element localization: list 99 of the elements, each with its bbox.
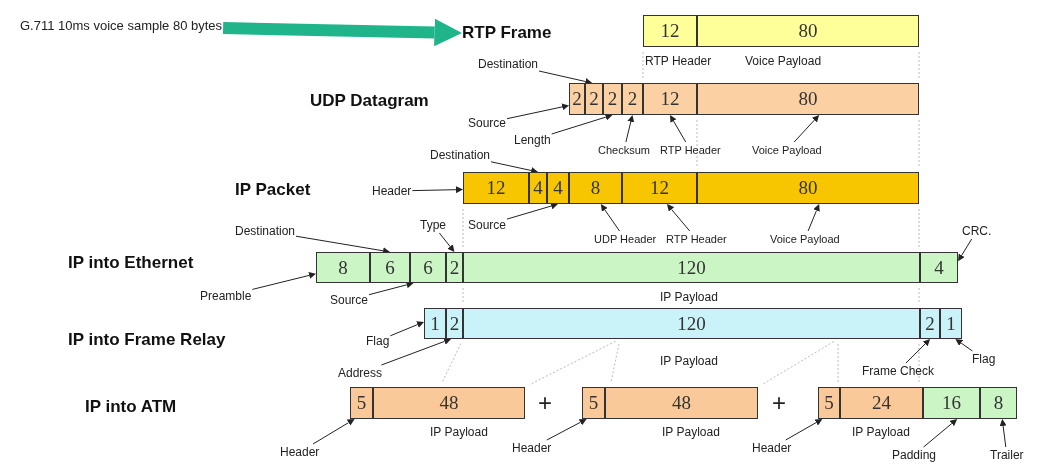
callout-label: Header (280, 445, 320, 459)
arrow (222, 18, 462, 47)
callout-label: Source (468, 116, 507, 130)
leader-line (923, 419, 958, 448)
packet-field: 6 (370, 252, 410, 283)
leader-line (312, 419, 355, 445)
leader-line (389, 321, 424, 337)
leader-line (368, 281, 414, 296)
packet-field: 16 (923, 387, 980, 419)
row-title: RTP Frame (462, 26, 552, 40)
field-label: Voice Payload (745, 54, 822, 68)
leader-line (380, 338, 452, 366)
leader-line (905, 339, 931, 364)
callout-label: Trailer (990, 448, 1024, 462)
callout-label: Destination (478, 57, 539, 71)
packet-field: 80 (697, 15, 919, 47)
callout-label: UDP Header (594, 232, 657, 246)
packet-field: 80 (697, 172, 919, 204)
row-title: UDP Datagram (310, 94, 429, 108)
field-label: IP Payload (852, 425, 910, 439)
field-label: RTP Header (645, 54, 712, 68)
row-title: IP Packet (235, 183, 311, 197)
packet-field: 1 (424, 308, 446, 339)
plus-sign: + (538, 390, 552, 416)
leader-line (546, 419, 587, 441)
field-label: IP Payload (660, 290, 718, 304)
plus-sign: + (772, 390, 786, 416)
leader-line (955, 338, 973, 352)
callout-label: Destination (235, 224, 296, 238)
packet-field: 80 (697, 83, 919, 115)
packet-field: 5 (582, 387, 605, 419)
leader-line (667, 204, 691, 232)
leader-line (793, 114, 820, 143)
leader-line (625, 115, 635, 143)
packet-field: 2 (920, 308, 940, 339)
leader-line (999, 418, 1007, 448)
callout-label: Destination (430, 148, 491, 162)
packet-field: 2 (569, 83, 585, 115)
packet-field: 5 (818, 387, 840, 419)
packet-field: 1 (940, 308, 962, 339)
packet-field: 2 (585, 83, 603, 115)
callout-label: Voice Payload (752, 143, 822, 157)
packet-field: 4 (920, 252, 958, 283)
annotation-text: G.711 10ms voice sample 80 bytes (20, 19, 223, 33)
leader-line (958, 238, 973, 262)
packet-field: 12 (463, 172, 529, 204)
leader-line (600, 204, 620, 232)
row-title: IP into ATM (85, 400, 177, 414)
callout-label: Type (420, 218, 446, 232)
callout-label: Header (752, 441, 792, 455)
leader-line (251, 272, 316, 290)
callout-label: Frame Check (862, 364, 935, 378)
callout-label: Source (330, 293, 369, 307)
packet-field: 2 (446, 308, 463, 339)
callout-label: Header (512, 441, 552, 455)
callout-label: Flag (366, 334, 390, 348)
callout-label: Voice Payload (770, 232, 840, 246)
leader-line (538, 70, 593, 85)
callout-label: Padding (892, 448, 937, 462)
leader-line (670, 114, 687, 143)
packet-field: 12 (622, 172, 697, 204)
packet-field: 2 (622, 83, 643, 115)
leader-line (490, 161, 539, 174)
callout-label: Header (372, 184, 412, 198)
packet-field: 24 (840, 387, 923, 419)
packet-field: 2 (446, 252, 463, 283)
leader-line (506, 202, 558, 220)
leader-line (807, 204, 820, 232)
leader-line (551, 113, 613, 135)
packet-field: 4 (547, 172, 569, 204)
packet-field: 48 (373, 387, 525, 419)
leader-line (785, 419, 823, 441)
packet-field: 12 (643, 83, 697, 115)
leader-line (506, 103, 570, 120)
packet-field: 120 (463, 308, 920, 339)
callout-label: Checksum (598, 143, 650, 157)
packet-field: 2 (603, 83, 622, 115)
leader-line (411, 186, 463, 194)
row-title: IP into Frame Relay (68, 333, 226, 347)
packet-field: 12 (643, 15, 697, 47)
packet-field: 48 (605, 387, 758, 419)
packet-field: 8 (980, 387, 1017, 419)
leader-line (438, 232, 455, 252)
packet-field: 6 (410, 252, 446, 283)
callout-label: RTP Header (666, 232, 727, 246)
callout-label: Source (468, 218, 507, 232)
packet-field: 8 (316, 252, 370, 283)
packet-field: 8 (569, 172, 622, 204)
callout-label: Preamble (200, 289, 252, 303)
packet-field: 5 (350, 387, 373, 419)
callout-label: RTP Header (660, 143, 721, 157)
packet-field: 4 (529, 172, 547, 204)
row-title: IP into Ethernet (68, 256, 194, 270)
packet-field: 120 (463, 252, 920, 283)
callout-label: CRC. (962, 224, 992, 238)
callout-label: Length (514, 133, 551, 147)
field-label: IP Payload (660, 354, 718, 368)
callout-label: Flag (972, 352, 996, 366)
callout-label: Address (338, 366, 383, 380)
